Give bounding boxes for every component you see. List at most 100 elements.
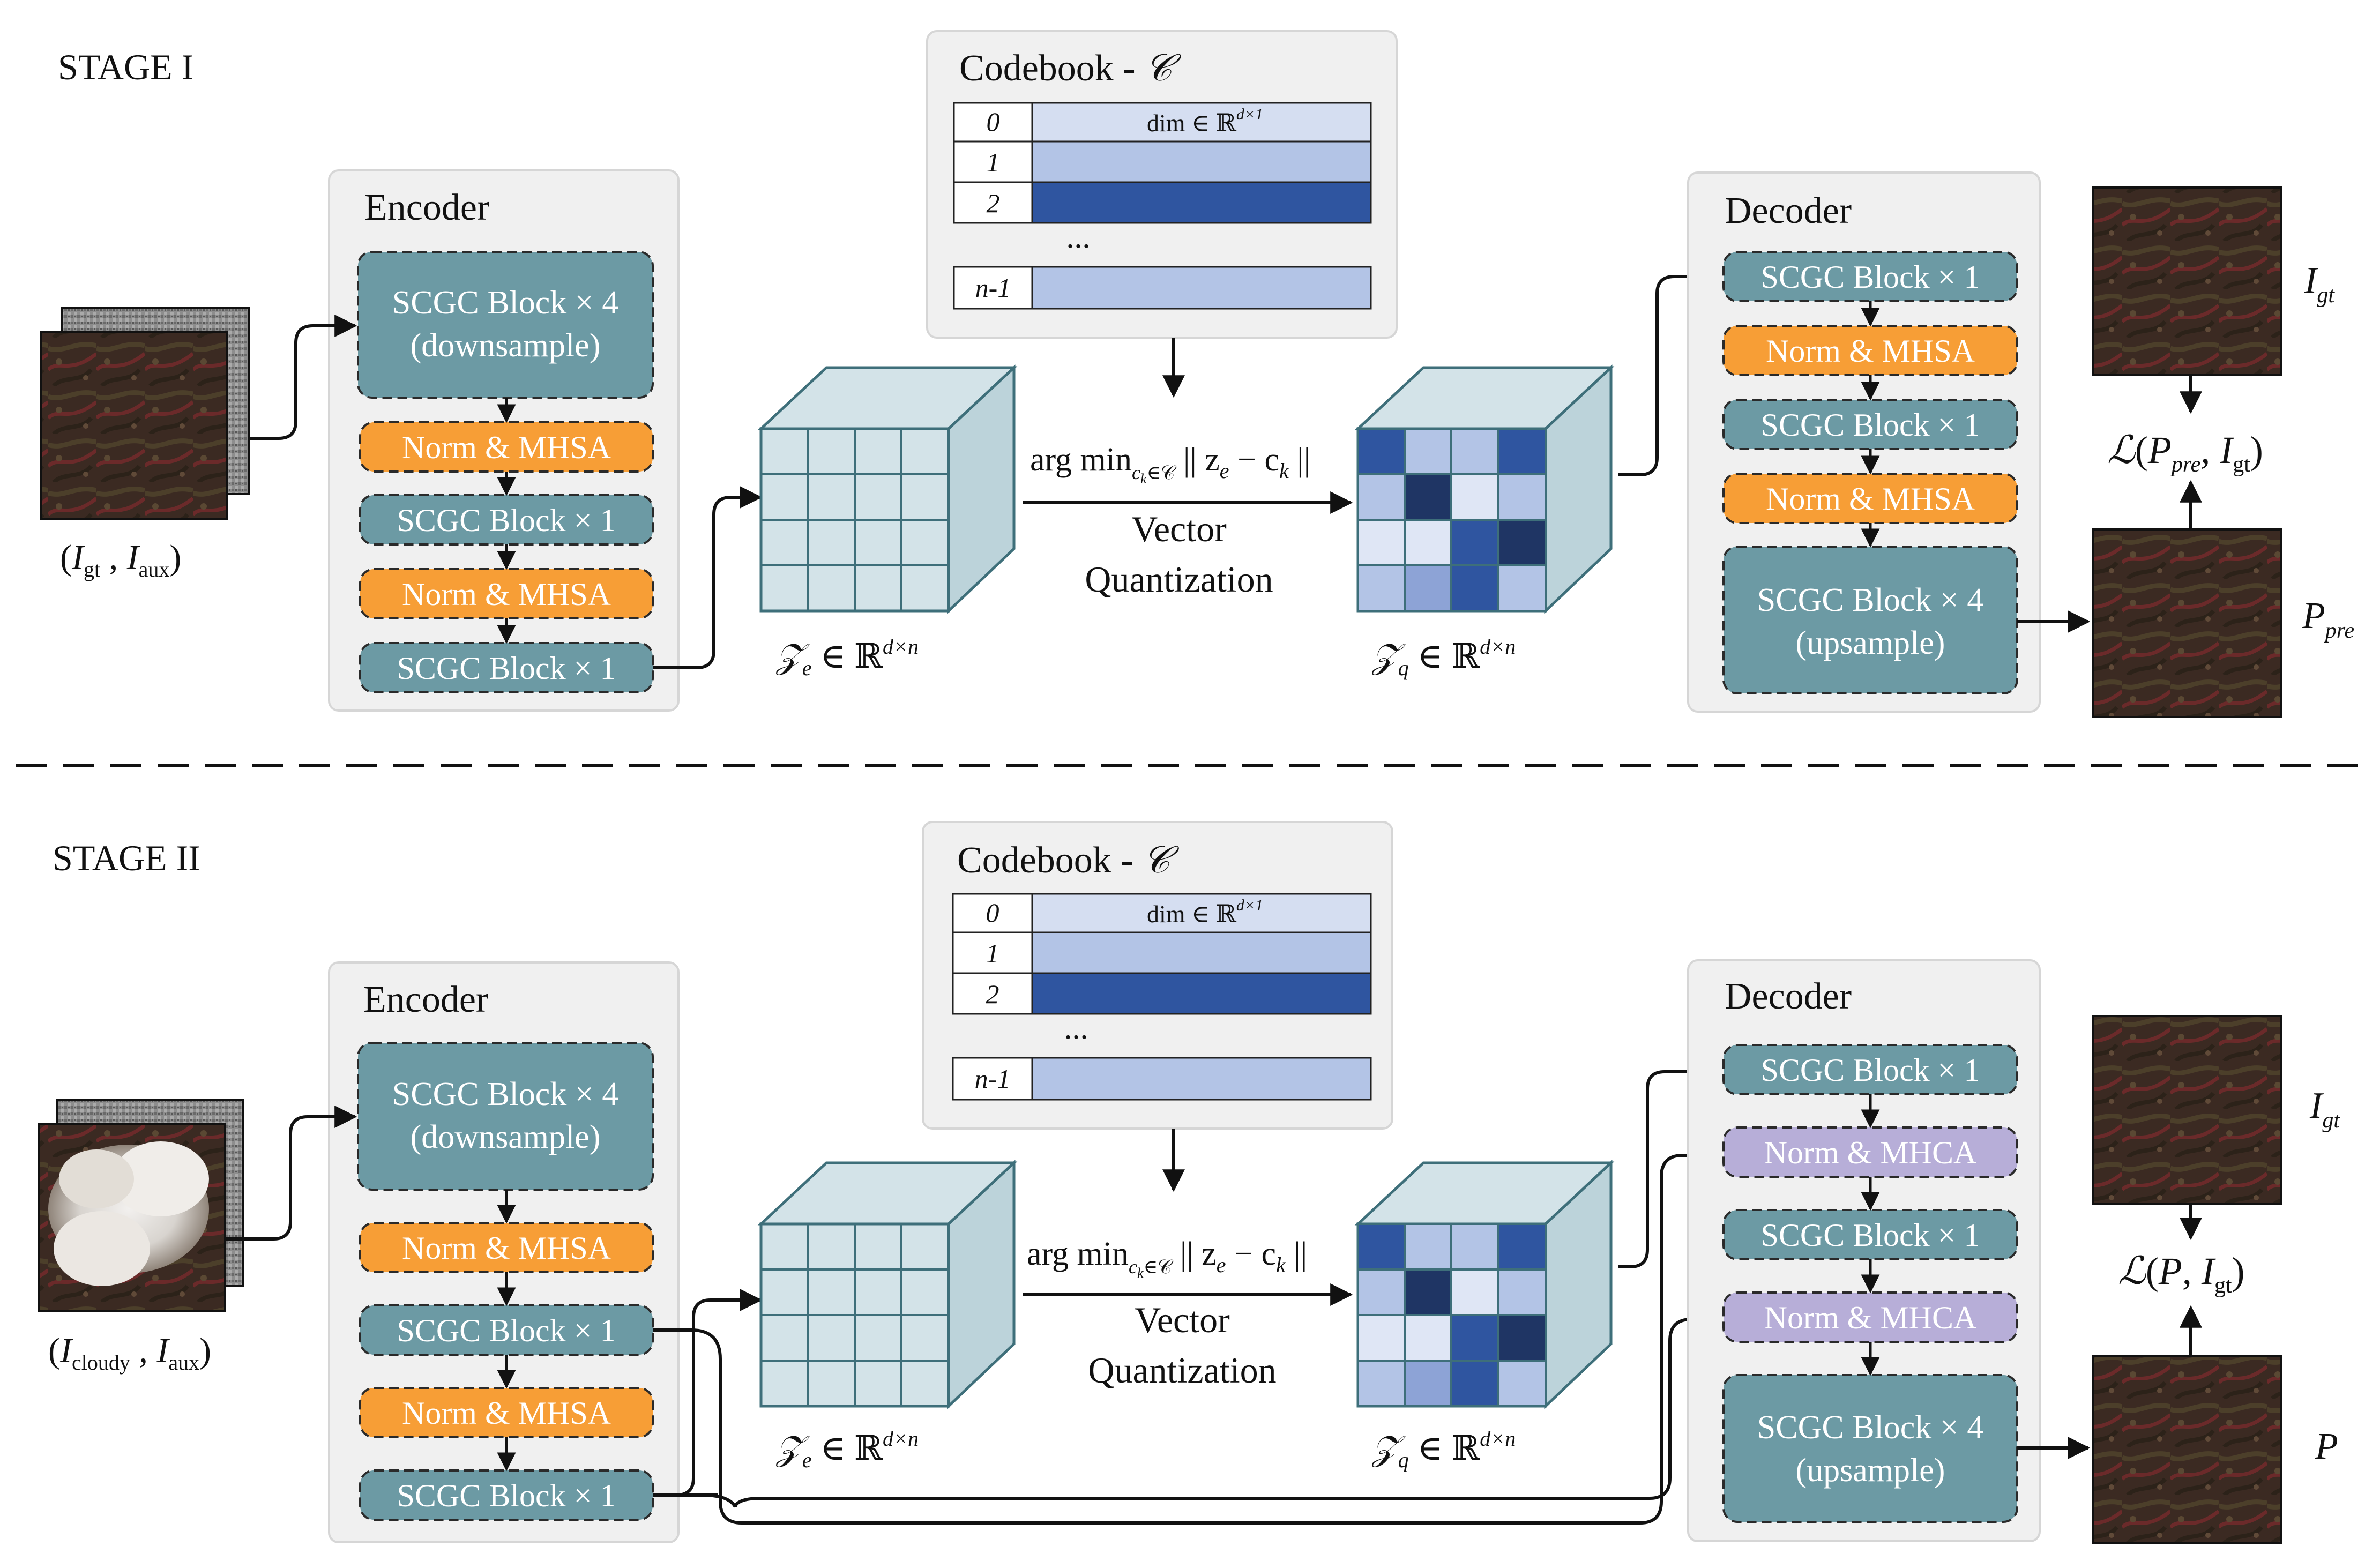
- stage1-dec-mhsa2-label: Norm & MHSA: [1766, 481, 1975, 517]
- stage2-cb-ellipsis: ...: [1064, 1010, 1088, 1045]
- stage1-input-arrow: [249, 315, 357, 440]
- stage2-enc-mhsa1: [359, 1222, 654, 1273]
- stage1-dec-scgc1b-label: SCGC Block × 1: [1761, 407, 1980, 443]
- stage2-dec-mhca1-label: Norm & MHCA: [1764, 1135, 1977, 1170]
- stage1-enc-downsample-label: (downsample): [411, 327, 601, 364]
- stage2-cb-idx1: 1: [986, 938, 999, 968]
- stage2-dec-scgc1b: [1722, 1209, 2018, 1260]
- stage1-enc-scgc4-label: SCGC Block × 4: [392, 285, 619, 321]
- stage2-cb-idx0: 0: [986, 898, 999, 928]
- stage2-gt-label: Igt: [2309, 1085, 2340, 1133]
- stage1-cb-idx2: 2: [987, 188, 1000, 218]
- stage1-enc-mhsa2-label: Norm & MHSA: [402, 577, 611, 612]
- stage2-zq-label: 𝒵q ∈ ℝd×n: [1371, 1426, 1516, 1472]
- stage2-enc-downsample-label: (downsample): [411, 1119, 601, 1155]
- stage2-skip-connection-1: [653, 1144, 1723, 1525]
- stage1-cb-idx0: 0: [987, 107, 1000, 137]
- stage1-gt-image: [2092, 186, 2282, 376]
- stage2-decoder-title: Decoder: [1725, 976, 1852, 1017]
- stage2-codebook-title: Codebook - 𝒞: [957, 840, 1180, 881]
- stage2-enc-mhsa2-label: Norm & MHSA: [402, 1395, 611, 1431]
- stage2-cb-idx3: n-1: [975, 1064, 1011, 1094]
- stage1-dec-mhsa1: [1722, 325, 2018, 376]
- stage1-zq-cube: [1354, 364, 1615, 614]
- stage1-ze-cube: [757, 364, 1018, 614]
- stage2-enc-scgc1b: [359, 1469, 654, 1521]
- gt-image: [40, 331, 228, 520]
- stage2-dec-scgc1b-label: SCGC Block × 1: [1761, 1218, 1980, 1253]
- stage1-dec-scgc4: [1722, 546, 2018, 694]
- stage1-decoder-title: Decoder: [1725, 190, 1852, 231]
- stage1-dec-scgc1a-label: SCGC Block × 1: [1761, 259, 1980, 295]
- stage1-argmin: arg minck∈𝒞 || ze − ck ||: [1030, 442, 1310, 487]
- stage2-pred-label: P: [2315, 1426, 2338, 1467]
- stage1-pre-image: [2092, 528, 2282, 718]
- stage2-vq-line1: Vector: [1135, 1299, 1230, 1340]
- stage1-dec-mhsa2: [1722, 473, 2018, 524]
- stage1-pre-label: Ppre: [2302, 595, 2354, 643]
- stage1-enc-mhsa2: [359, 568, 654, 619]
- stage2-dec-scgc4-label: SCGC Block × 4: [1757, 1409, 1984, 1446]
- stage2-enc-scgc4-label: SCGC Block × 4: [392, 1076, 619, 1112]
- stage2-cb-idx2: 2: [986, 979, 999, 1009]
- stage2-ze-cube: [757, 1160, 1018, 1409]
- cloud-cover: [48, 1141, 209, 1286]
- stage2-dec-scgc1a-label: SCGC Block × 1: [1761, 1052, 1980, 1088]
- stage2-dec-scgc1a: [1722, 1044, 2018, 1095]
- stage1-enc-scgc1a: [359, 494, 654, 546]
- stage1-dec-upsample-label: (upsample): [1796, 625, 1945, 661]
- stage2-codebook-table: [952, 893, 1372, 1101]
- stage2-dec-mhca2-label: Norm & MHCA: [1764, 1300, 1977, 1335]
- stage1-codebook-table: [953, 102, 1372, 310]
- stage1-ze-label: 𝒵e ∈ ℝd×n: [775, 634, 919, 680]
- stage1-dec-mhsa1-label: Norm & MHSA: [1766, 333, 1975, 369]
- stage1-loss: ℒ(Ppre, Igt): [2107, 429, 2263, 477]
- stage2-input-arrow: [225, 1106, 357, 1241]
- stage1-cb-dim: dim ∈ ℝd×1: [1147, 106, 1263, 137]
- stage2-ze-label: 𝒵e ∈ ℝd×n: [775, 1426, 919, 1472]
- stage1-zq-label: 𝒵q ∈ ℝd×n: [1371, 634, 1516, 680]
- stage1-enc-mhsa1: [359, 421, 654, 473]
- stage2-enc-scgc4: [357, 1042, 654, 1191]
- stage1-encoder-title: Encoder: [364, 187, 489, 228]
- stage2-enc-scgc1b-label: SCGC Block × 1: [397, 1478, 616, 1513]
- stage1-cb-idx1: 1: [987, 147, 1000, 177]
- stage2-vq-line2: Quantization: [1088, 1350, 1276, 1391]
- stage1-vq-line2: Quantization: [1085, 559, 1273, 600]
- stage1-enc-scgc1b-label: SCGC Block × 1: [397, 651, 616, 686]
- stage1-enc-mhsa1-label: Norm & MHSA: [402, 430, 611, 465]
- stage2-dec-mhca1: [1722, 1126, 2018, 1178]
- stage1-vq-line1: Vector: [1131, 509, 1227, 549]
- stage2-encoder-title: Encoder: [363, 979, 488, 1020]
- stage2-input-stack: [38, 1099, 244, 1312]
- stage1-gt-label: Igt: [2304, 260, 2335, 308]
- stage2-argmin: arg minck∈𝒞 || ze − ck ||: [1027, 1236, 1307, 1281]
- stage1-enc-scgc1b: [359, 642, 654, 693]
- stage1-dec-scgc1b: [1722, 399, 2018, 450]
- stage2-cb-dim: dim ∈ ℝd×1: [1147, 897, 1263, 928]
- stage2-enc-mhsa1-label: Norm & MHSA: [402, 1230, 611, 1266]
- stage1-dec-scgc4-label: SCGC Block × 4: [1757, 582, 1984, 618]
- stage1-enc-scgc4: [357, 251, 654, 399]
- stage2-title: STAGE II: [53, 838, 200, 878]
- stage2-dec-upsample-label: (upsample): [1796, 1452, 1945, 1489]
- stage2-skip-connection-2: [702, 1308, 1723, 1508]
- stage2-pred-image: [2092, 1355, 2282, 1544]
- stage1-input-stack: [40, 307, 250, 520]
- stage2-enc-scgc1a-label: SCGC Block × 1: [397, 1313, 616, 1348]
- stage2-enc-mhsa2: [359, 1387, 654, 1438]
- stage1-enc-to-ze-arrow: [653, 486, 763, 669]
- stage1-enc-scgc1a-label: SCGC Block × 1: [397, 503, 616, 538]
- stage2-loss: ℒ(P, Igt): [2118, 1250, 2244, 1298]
- stage1-zq-to-dec-arrow: [1618, 265, 1723, 476]
- stage1-cb-idx3: n-1: [975, 273, 1011, 303]
- stage2-dec-mhca2: [1722, 1291, 2018, 1343]
- stage1-dec-scgc1a: [1722, 251, 2018, 302]
- stage2-input-label: (Icloudy , Iaux): [48, 1331, 211, 1375]
- stage2-gt-image: [2092, 1015, 2282, 1205]
- stage1-codebook-title: Codebook - 𝒞: [959, 48, 1182, 89]
- stage2-zq-cube: [1354, 1160, 1615, 1409]
- stage1-cb-ellipsis: ...: [1066, 219, 1091, 255]
- stage2-zq-to-dec-arrow: [1618, 1060, 1723, 1268]
